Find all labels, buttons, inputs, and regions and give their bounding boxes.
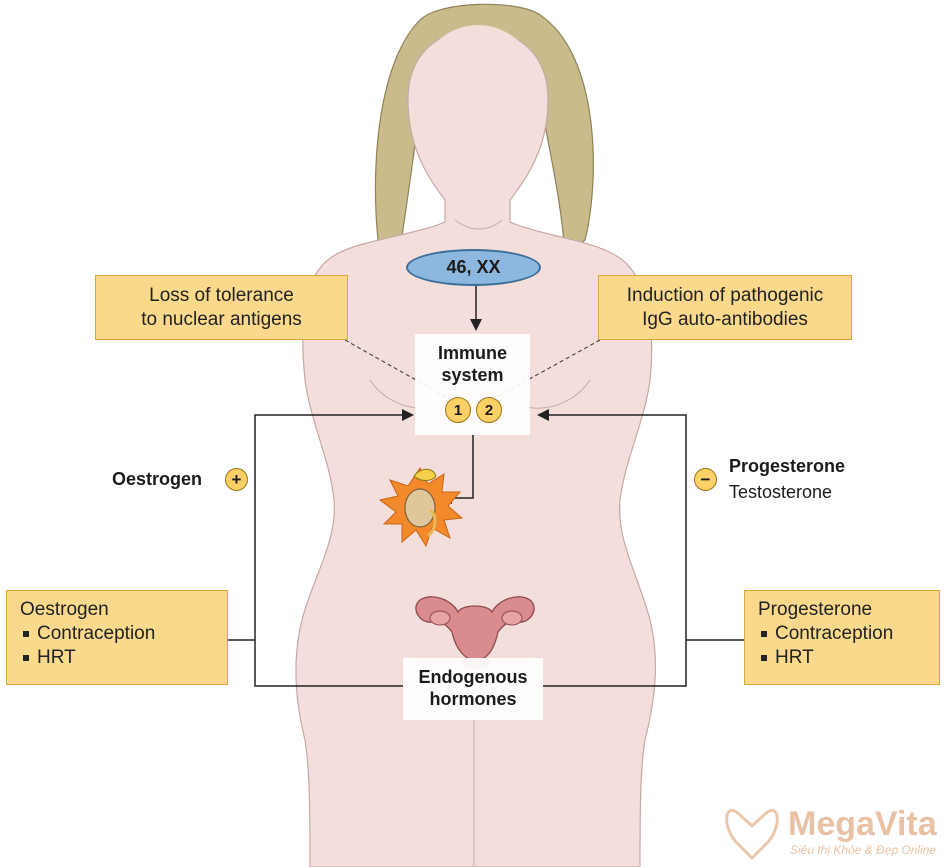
endogenous-hormones-box: Endogenous hormones <box>403 658 543 720</box>
list-item: Contraception <box>758 622 939 646</box>
minus-sign-circle: − <box>694 468 717 491</box>
arrow-immune-to-kidney <box>450 434 474 499</box>
bullet-icon <box>23 655 29 661</box>
ureter <box>426 508 437 538</box>
autoantibody-line-2: IgG auto-antibodies <box>642 308 808 330</box>
bullet-icon <box>23 631 29 637</box>
immune-label-line-1: Immune <box>437 343 507 363</box>
plus-sign: + <box>231 469 242 489</box>
arrowhead-left <box>402 409 414 421</box>
testosterone-effect-label: Testosterone <box>729 482 833 502</box>
progesterone-item-contraception: Contraception <box>775 623 894 644</box>
autoantibody-box: Induction of pathogenic IgG auto-antibod… <box>598 275 852 340</box>
body-silhouette <box>295 29 657 867</box>
immune-marker-1-text: 1 <box>453 401 463 419</box>
oestrogen-sources-box: Oestrogen Contraception HRT <box>6 590 228 685</box>
progesterone-item-hrt: HRT <box>775 647 814 668</box>
hormones-label-line-1: Endogenous <box>418 667 528 687</box>
progesterone-sources-box: Progesterone Contraception HRT <box>744 590 940 685</box>
progesterone-sources-title: Progesterone <box>758 599 873 620</box>
minus-sign: − <box>700 469 711 489</box>
ovary-right <box>501 610 523 626</box>
immune-system-box: Immune system <box>415 334 530 435</box>
immune-marker-1: 1 <box>445 397 471 423</box>
list-item: Contraception <box>20 622 227 646</box>
immune-label-line-2: system <box>441 365 504 385</box>
adrenal-gland <box>413 468 437 481</box>
oestrogen-effect-label: Oestrogen <box>112 469 203 489</box>
loop-right <box>543 414 687 687</box>
bullet-icon <box>761 655 767 661</box>
tolerance-loss-line-1: Loss of tolerance <box>149 284 294 306</box>
tolerance-loss-box: Loss of tolerance to nuclear antigens <box>95 275 348 340</box>
collarbone <box>454 219 503 230</box>
immune-marker-2-text: 2 <box>484 401 494 419</box>
ovary-left <box>429 610 451 626</box>
autoantibody-line-1: Induction of pathogenic <box>626 284 824 306</box>
bullet-icon <box>761 631 767 637</box>
watermark-heart-logo <box>725 809 779 861</box>
list-item: HRT <box>758 646 939 670</box>
oestrogen-sources-title: Oestrogen <box>20 599 109 620</box>
progesterone-effect-label: Progesterone <box>729 456 846 476</box>
karyotype-label: 46, XX <box>446 257 501 277</box>
oestrogen-item-contraception: Contraception <box>37 623 156 644</box>
kidney-icon <box>404 488 436 528</box>
watermark-tagline: Siêu thị Khỏe & Đẹp Online <box>790 843 937 857</box>
karyotype-ellipse: 46, XX <box>406 249 541 286</box>
hormones-label-line-2: hormones <box>429 689 517 709</box>
face <box>410 25 546 185</box>
oestrogen-item-hrt: HRT <box>37 647 76 668</box>
immune-marker-2: 2 <box>476 397 502 423</box>
arrowhead-right <box>537 409 549 421</box>
tolerance-loss-line-2: to nuclear antigens <box>141 308 302 330</box>
list-item: HRT <box>20 646 227 670</box>
loop-left <box>254 414 403 687</box>
watermark-brand: MegaVita <box>788 805 937 843</box>
arrowhead-immune <box>470 319 482 331</box>
plus-sign-circle: + <box>225 468 248 491</box>
